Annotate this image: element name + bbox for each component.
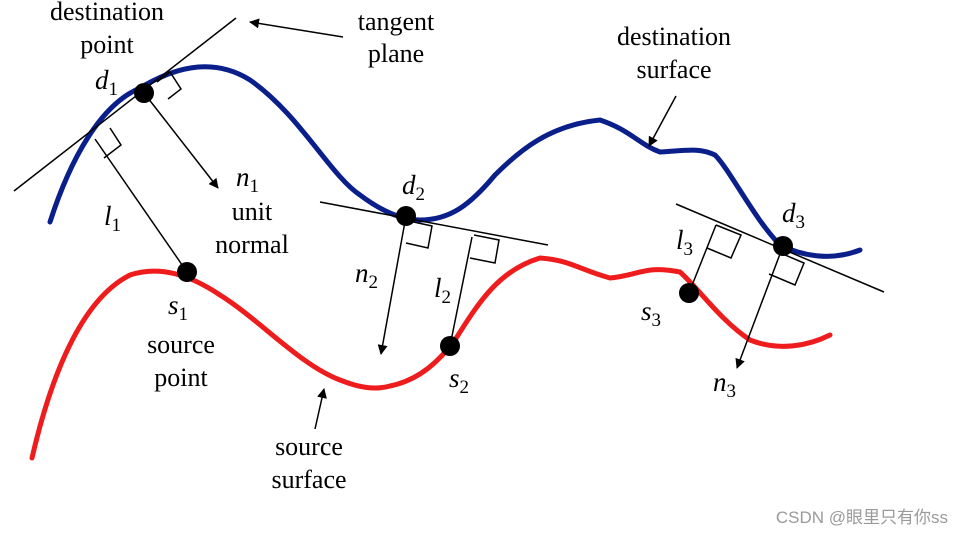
symbol-l2: l2 bbox=[434, 273, 451, 308]
tangent-plane-pointer-arrow bbox=[249, 18, 344, 38]
symbol-l3: l3 bbox=[676, 225, 693, 260]
symbol-n2: n2 bbox=[355, 258, 378, 293]
source-surface-label-line1: source bbox=[275, 432, 343, 461]
source-point-s1 bbox=[177, 262, 197, 282]
tangent-plane-label-line2: plane bbox=[368, 39, 424, 68]
normal-arrow-n3 bbox=[735, 245, 784, 369]
destination-surface-label-line1: destination bbox=[617, 22, 731, 51]
destination-surface-pointer-arrow bbox=[648, 95, 677, 147]
source-surface-pointer-arrow bbox=[314, 388, 327, 430]
unit-normal-label-line2: normal bbox=[215, 230, 289, 259]
symbol-d1: d1 bbox=[95, 65, 118, 100]
tangent-line-2 bbox=[319, 201, 549, 246]
right-angle-marker-l1 bbox=[103, 127, 123, 159]
destination-point-d3 bbox=[773, 236, 793, 256]
distance-line-l3 bbox=[688, 224, 717, 294]
symbol-n1: n1 bbox=[236, 162, 259, 197]
source-point-label-line1: source bbox=[147, 330, 215, 359]
symbol-d2: d2 bbox=[402, 170, 425, 205]
destination-surface-label-line2: surface bbox=[636, 55, 711, 84]
symbol-n3: n3 bbox=[713, 367, 736, 402]
distance-line-l2 bbox=[449, 236, 473, 347]
destination-point-d2 bbox=[396, 206, 416, 226]
normal-arrow-n1 bbox=[143, 92, 219, 189]
right-angle-marker-l3 bbox=[706, 224, 742, 259]
symbol-s2: s2 bbox=[449, 363, 469, 398]
right-angle-marker-d3 bbox=[768, 251, 805, 286]
source-point-label-line2: point bbox=[154, 363, 208, 392]
normal-arrow-n2 bbox=[377, 215, 407, 355]
distance-line-l1 bbox=[94, 138, 188, 273]
watermark: CSDN @眼里只有你ss bbox=[775, 508, 948, 527]
right-angle-marker-l2 bbox=[469, 234, 500, 264]
right-angle-marker-d1 bbox=[156, 70, 183, 100]
destination-point-label-line1: destination bbox=[50, 0, 164, 26]
destination-surface-curve bbox=[47, 64, 863, 259]
tangent-line-1 bbox=[13, 17, 237, 192]
symbol-s1: s1 bbox=[168, 290, 188, 325]
right-angle-marker-d2 bbox=[405, 220, 433, 249]
source-point-s3 bbox=[679, 283, 699, 303]
destination-point-d1 bbox=[134, 83, 154, 103]
source-point-s2 bbox=[440, 336, 460, 356]
symbol-l1: l1 bbox=[104, 201, 121, 236]
unit-normal-label-line1: unit bbox=[232, 197, 273, 226]
destination-point-label-line2: point bbox=[80, 30, 134, 59]
source-surface-label-line2: surface bbox=[271, 465, 346, 494]
symbol-s3: s3 bbox=[641, 296, 661, 331]
symbol-d3: d3 bbox=[782, 198, 805, 233]
tangent-plane-label-line1: tangent bbox=[358, 7, 435, 36]
